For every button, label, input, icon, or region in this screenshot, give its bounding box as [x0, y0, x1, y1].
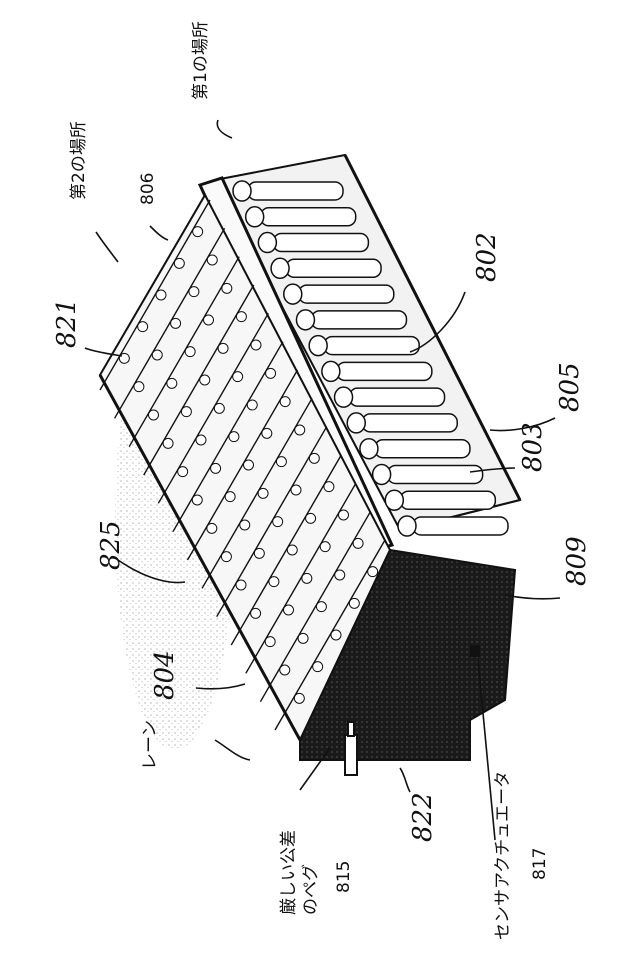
- ref-825: 825: [96, 520, 126, 570]
- ref-806: 806: [138, 173, 158, 205]
- ref-809: 809: [562, 536, 592, 586]
- lane-label: レーン: [135, 720, 160, 770]
- ref-822: 822: [408, 792, 438, 842]
- first-location-label: 第1の場所: [186, 21, 211, 100]
- sensor-actuator-part: [470, 645, 480, 657]
- ref-821: 821: [52, 298, 82, 348]
- ref-817: 817: [530, 848, 550, 880]
- ref-805: 805: [555, 362, 585, 412]
- ref-815: 815: [334, 861, 354, 893]
- ref-803: 803: [518, 422, 548, 472]
- peg-label-line2: のペグ: [296, 864, 321, 915]
- ref-804: 804: [150, 650, 180, 700]
- sensor-actuator-label: センサアクチュエータ: [488, 771, 513, 940]
- second-location-label: 第2の場所: [64, 121, 89, 200]
- ref-802: 802: [472, 232, 502, 282]
